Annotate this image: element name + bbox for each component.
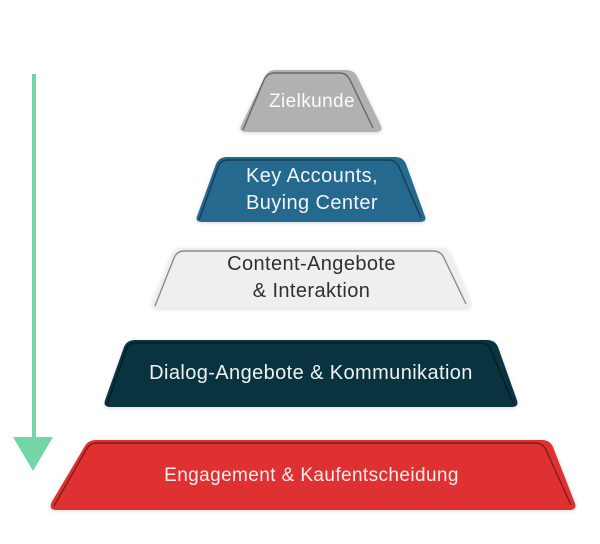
- pyramid-level-5-shape: [50, 440, 576, 510]
- down-arrow: [13, 74, 53, 471]
- pyramid-level-2-shape: [196, 157, 426, 222]
- pyramid-level-2: [196, 157, 426, 222]
- pyramid-level-3-shape: [152, 248, 471, 308]
- pyramid-level-3-outline: [154, 250, 467, 307]
- pyramid-level-5-outline: [53, 442, 572, 507]
- pyramid-level-1-shape: [240, 70, 382, 132]
- pyramid-level-5: [50, 440, 576, 510]
- pyramid-level-2-outline: [198, 159, 422, 221]
- pyramid-level-1: [240, 70, 382, 132]
- pyramid-level-4: [104, 340, 518, 407]
- pyramid-level-1-outline: [242, 72, 374, 131]
- down-arrow-head-icon: [13, 437, 53, 471]
- pyramid-level-4-outline: [106, 342, 514, 406]
- pyramid-level-3: [152, 248, 471, 308]
- pyramid-level-4-shape: [104, 340, 518, 407]
